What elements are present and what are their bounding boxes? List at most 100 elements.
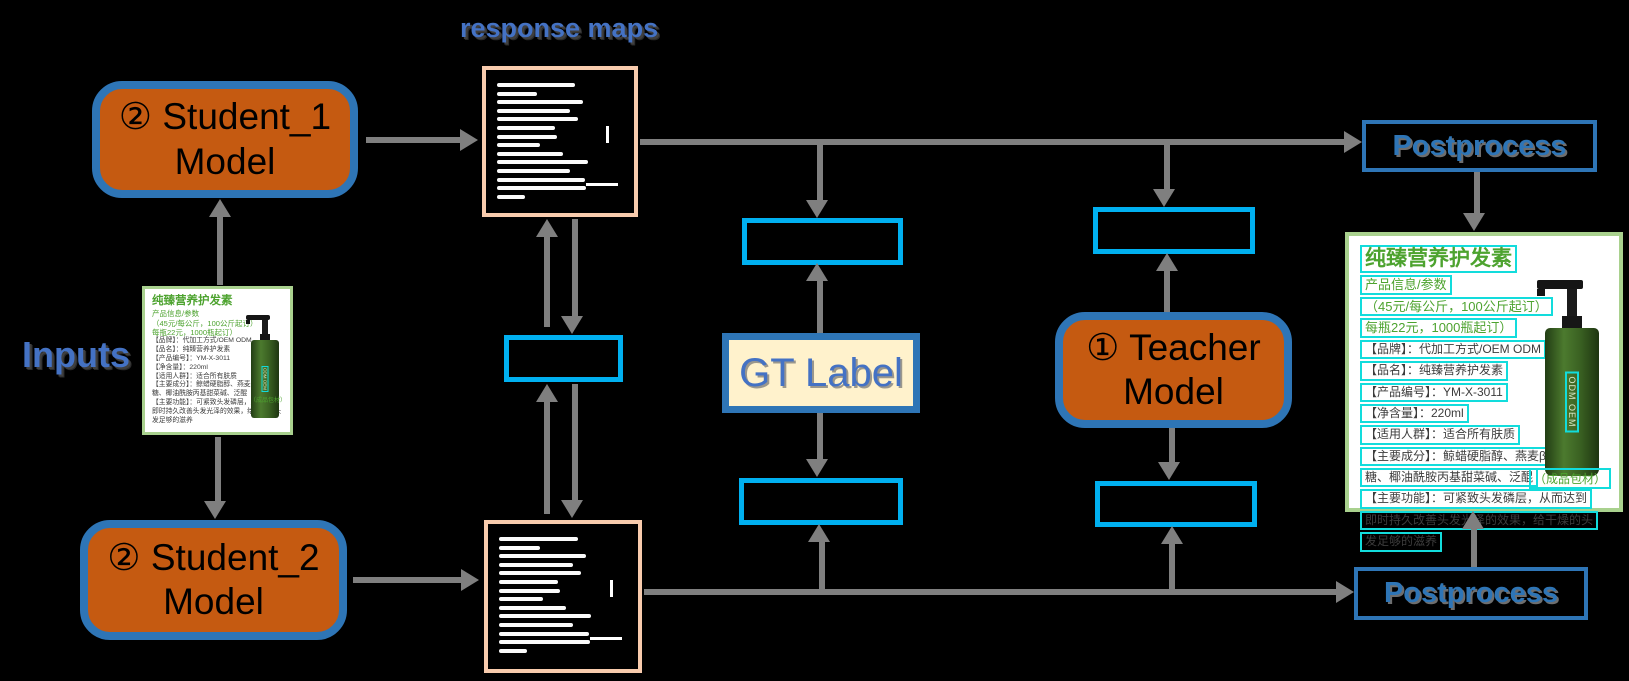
map-text-line <box>499 622 574 627</box>
map-text-line <box>499 579 558 584</box>
bottle-pump-tip <box>1537 289 1545 296</box>
product-text-line: 【净含量】：220ml <box>1360 404 1469 424</box>
product-text-line: 【品名】：纯臻营养护发素 <box>152 346 231 354</box>
map-text-line <box>497 117 578 122</box>
product-bottle-image: ODM OEM <box>1537 280 1603 480</box>
arrowhead <box>806 459 828 477</box>
node-student1-model: ② Student_1 Model <box>92 81 358 198</box>
product-text-line: （45元/每公斤，100公斤起订） <box>152 318 258 328</box>
arrowhead <box>1153 189 1175 207</box>
map-short-line-mark <box>590 637 622 640</box>
arrowhead <box>461 569 479 591</box>
product-text-line: 【品牌】：代加工方式/OEM ODM <box>1360 339 1546 360</box>
arrow-postprocess-bottom-to-card <box>1471 529 1477 567</box>
packaging-note: （成品包材） <box>249 398 286 404</box>
response-map-text-lines <box>488 524 638 669</box>
arrowhead <box>808 524 830 542</box>
loss-box-gt-student2 <box>739 478 903 525</box>
product-text-line: 每瓶22元，1000瓶起订） <box>152 327 238 337</box>
loss-box-teacher-student1 <box>1093 207 1255 254</box>
map-text-line <box>497 125 555 130</box>
map-vertical-mark <box>606 126 609 143</box>
node-postprocess-top: Postprocess <box>1362 120 1597 172</box>
arrowhead <box>1156 253 1178 271</box>
map-text-line <box>497 160 588 165</box>
arrowhead <box>561 316 583 334</box>
arrowhead <box>1161 526 1183 544</box>
map-text-line <box>497 186 587 191</box>
arrow-gt-to-top-box <box>817 281 823 333</box>
bottle-label: ODM OEM <box>261 366 269 392</box>
product-text-line: 【主要功能】：可紧致头发磷层，从而达到 <box>152 399 278 407</box>
response-map-text-lines <box>486 70 634 213</box>
arrow-midbox-to-map2 <box>572 384 578 501</box>
node-student2-model: ② Student_2 Model <box>80 520 347 640</box>
student2-label-line2: Model <box>163 581 264 622</box>
product-text-block: 纯臻营养护发素产品信息/参数（45元/每公斤，100公斤起订）每瓶22元，100… <box>1360 245 1608 552</box>
arrowhead <box>1344 131 1362 153</box>
ocr-result-image: 纯臻营养护发素产品信息/参数（45元/每公斤，100公斤起订）每瓶22元，100… <box>1345 232 1623 552</box>
arrowhead <box>536 219 558 237</box>
bottle-label: ODM OEM <box>1565 371 1579 433</box>
map-text-line <box>497 100 583 105</box>
arrow-student2-to-map2 <box>353 577 463 583</box>
map-vertical-mark <box>610 580 613 597</box>
map-text-line <box>499 605 566 610</box>
bottle-pump-stem <box>262 320 268 334</box>
teacher-label-line2: Model <box>1123 371 1224 412</box>
map-text-line <box>497 134 558 139</box>
product-text-line: 产品信息/参数 <box>1360 275 1452 295</box>
map-text-line <box>499 631 589 636</box>
arrow-map2-to-midbox <box>544 402 550 514</box>
map-text-line <box>497 143 540 148</box>
node-gt-label: GT Label <box>722 333 920 413</box>
bottle-pump-icon <box>246 315 270 320</box>
input-product-image: 纯臻营养护发素产品信息/参数（45元/每公斤，100公斤起订）每瓶22元，100… <box>142 286 293 435</box>
map-text-line <box>499 648 528 653</box>
arrow-map1-to-midbox <box>572 219 578 317</box>
arrowhead <box>806 263 828 281</box>
arrow-line-to-gt-top-box <box>817 144 823 202</box>
product-text-line: 【主要成分】：鲸蜡硬脂醇、燕麦β-葡聚 <box>152 381 271 389</box>
student2-label-line1: ② Student_2 <box>107 536 320 578</box>
map-text-line <box>499 545 540 550</box>
map-short-line-mark <box>586 183 618 186</box>
product-text-line: 【产品编号】：YM-X-3011 <box>1360 382 1508 402</box>
arrow-input-to-student2 <box>215 437 221 503</box>
arrowhead <box>204 501 226 519</box>
product-text-line: 【适用人群】：适合所有肤质 <box>152 372 237 380</box>
loss-box-gt-student1 <box>742 218 903 265</box>
map-text-line <box>497 194 525 199</box>
map-text-line <box>499 554 587 559</box>
map-text-line <box>499 537 579 541</box>
map-text-line <box>497 108 571 113</box>
loss-box-between-students <box>504 335 623 382</box>
product-text-line: 产品信息/参数 <box>152 309 200 319</box>
product-text-line: 糖、椰油酰胺丙基甜菜碱、泛醌 <box>1360 468 1539 488</box>
product-bottle-image: ODM OEM <box>246 315 281 419</box>
arrow-input-to-student1 <box>217 217 223 285</box>
map-text-line <box>497 91 538 96</box>
product-text-line: （45元/每公斤，100公斤起订） <box>1360 296 1553 317</box>
product-text-line: 【适用人群】：适合所有肤质 <box>1360 425 1521 445</box>
bottle-pump-collar <box>260 334 270 340</box>
product-text-line: 纯臻营养护发素 <box>1360 245 1517 274</box>
node-postprocess-bottom: Postprocess <box>1354 567 1588 620</box>
student1-label-line1: ② Student_1 <box>118 96 332 138</box>
product-text-line: 【产品编号】：YM-X-3011 <box>152 355 231 362</box>
map-text-line <box>499 588 561 593</box>
arrow-postprocess-to-card <box>1474 172 1480 214</box>
bottle-pump-collar <box>1562 316 1582 328</box>
line-map2-to-postprocess <box>644 589 1336 595</box>
arrow-teacher-to-bottom-box <box>1169 428 1175 464</box>
arrow-line-to-teacher-top-box <box>1164 144 1170 191</box>
response-maps-title: response maps <box>460 13 659 43</box>
arrowhead <box>209 199 231 217</box>
bottle-body: ODM OEM <box>1545 328 1599 476</box>
map-text-line <box>497 177 586 182</box>
response-map-student1 <box>482 66 638 217</box>
bottle-pump-tip <box>246 320 250 324</box>
student1-label-line2: Model <box>174 140 276 182</box>
arrow-line-to-teacher-bottom-box <box>1169 544 1175 593</box>
bottle-pump-stem <box>1567 289 1577 316</box>
